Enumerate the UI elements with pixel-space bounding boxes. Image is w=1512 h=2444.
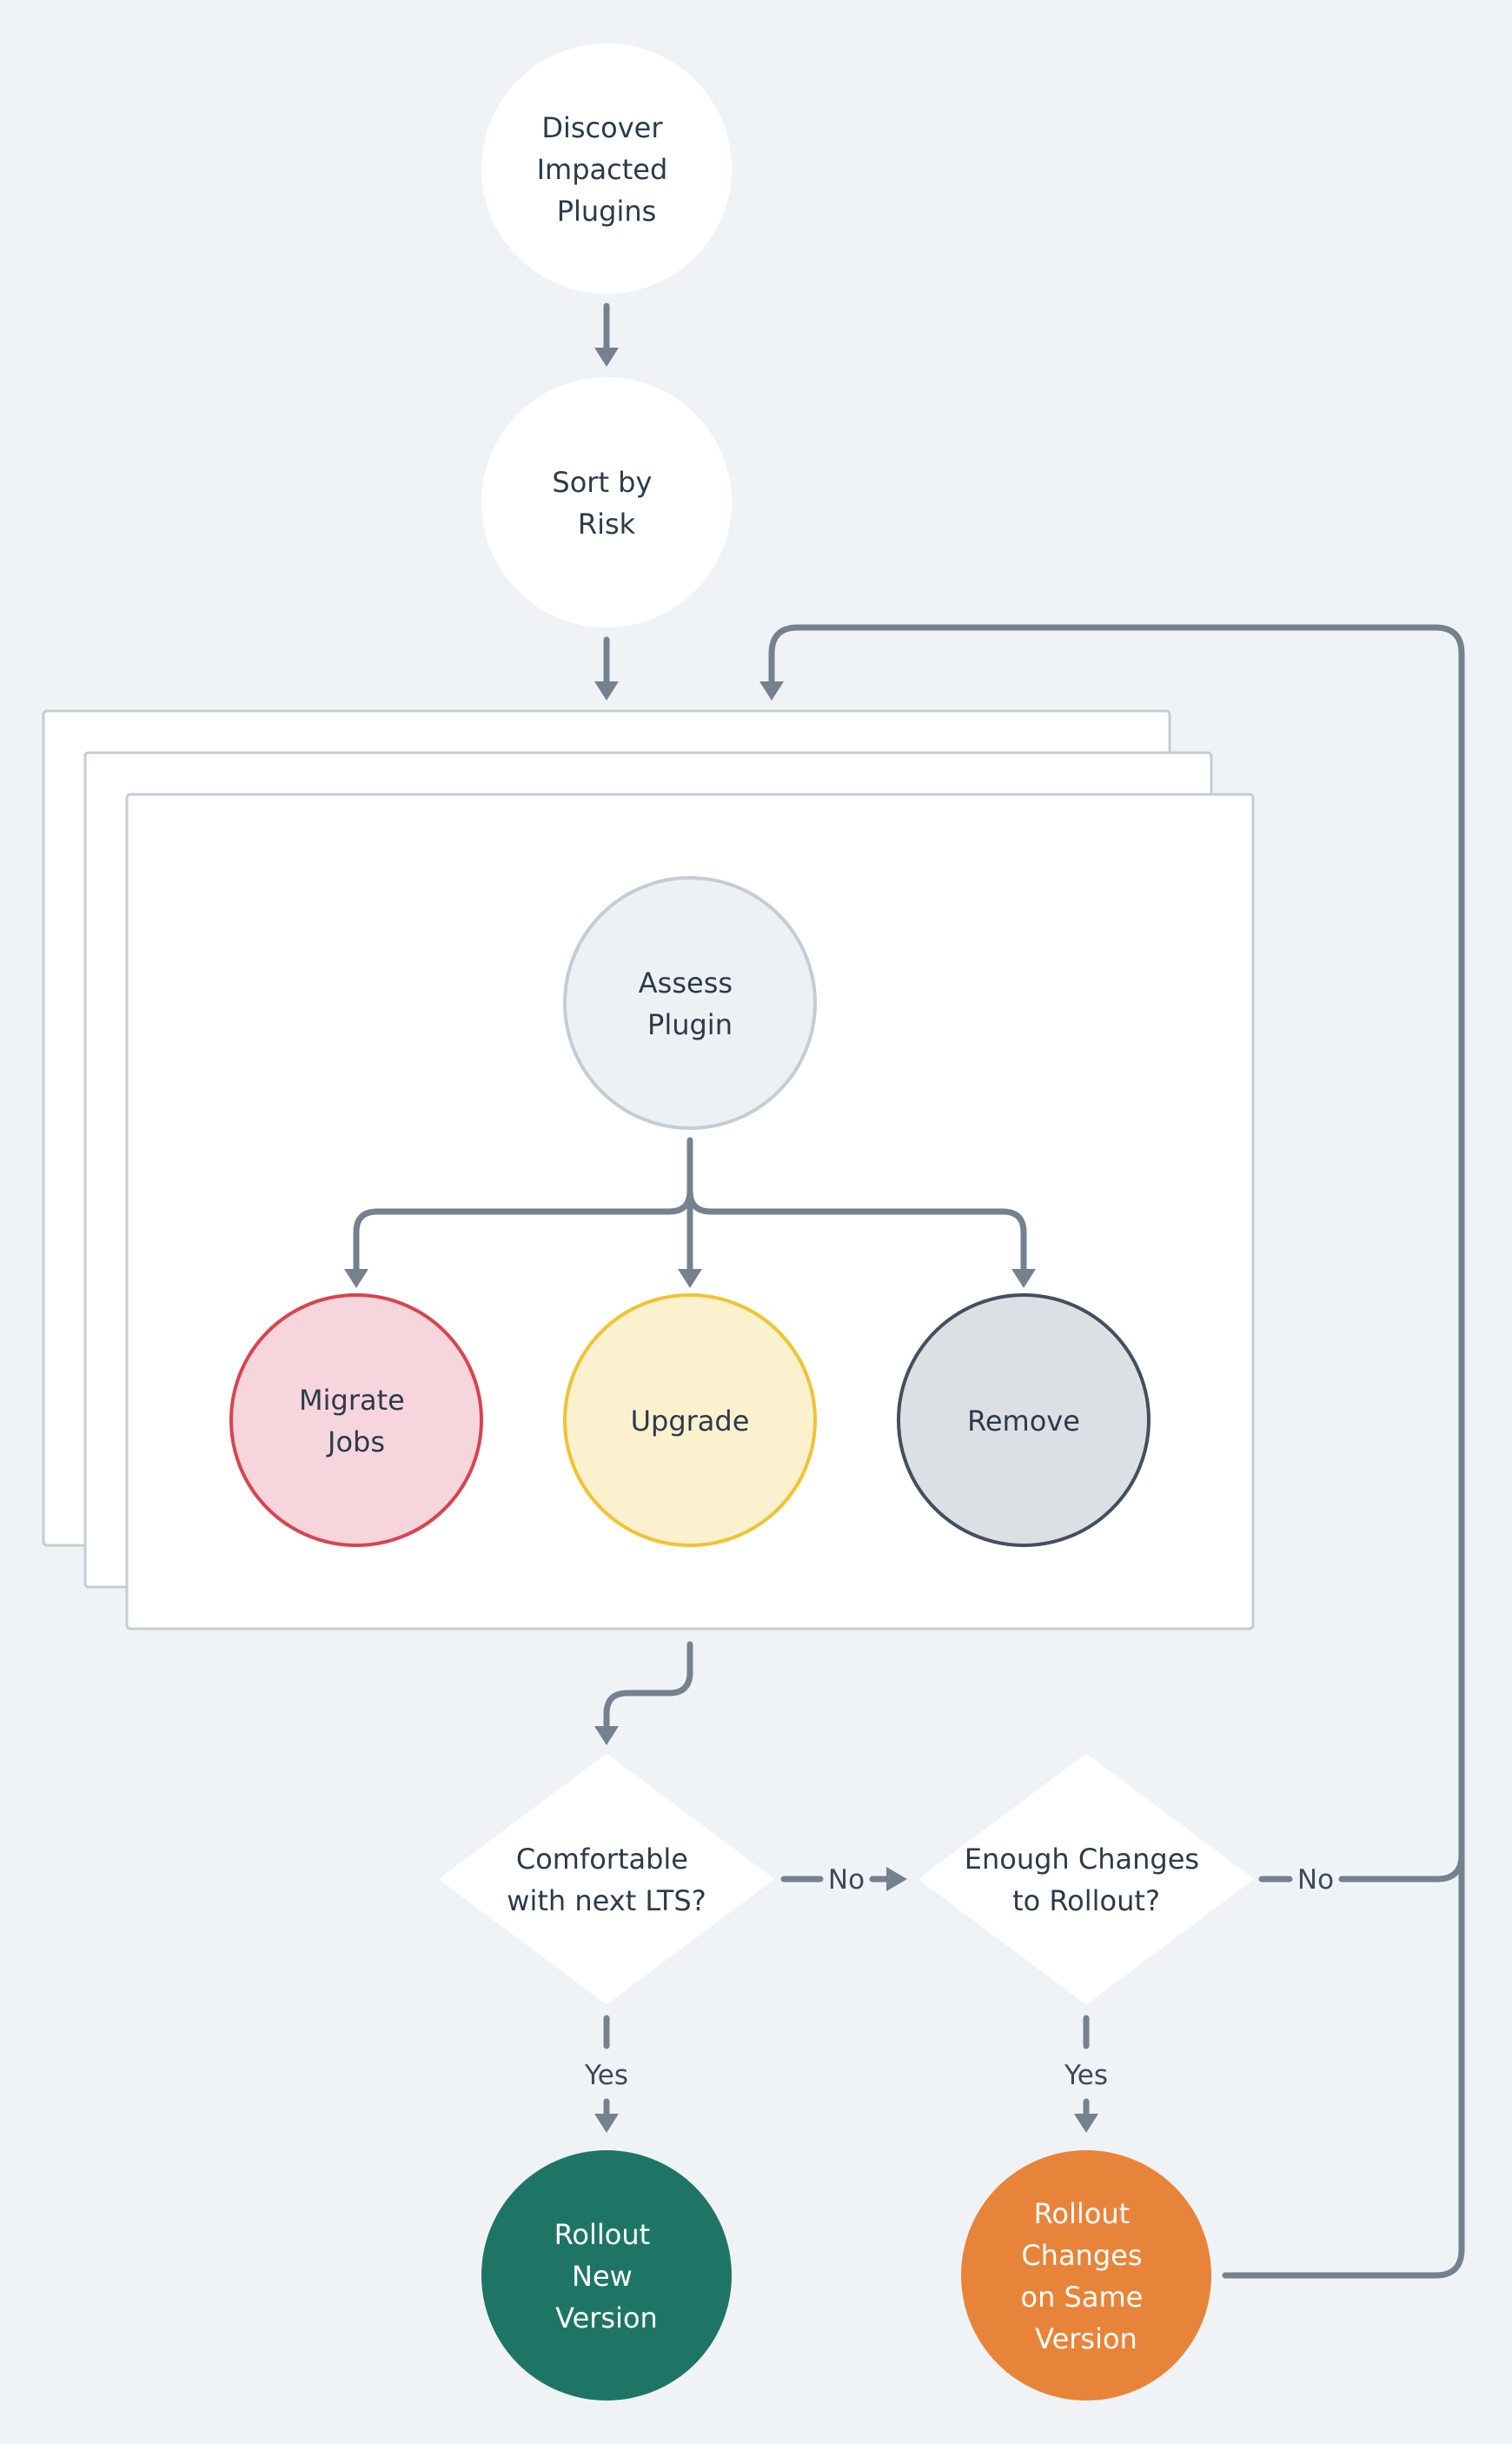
upgrade-node	[563, 1293, 817, 1547]
sort-label-line: Risk	[578, 508, 636, 541]
arrowhead-rollout-new	[594, 2114, 619, 2133]
migrate-node	[229, 1293, 483, 1547]
sort-label-line: Sort by	[552, 466, 652, 499]
comfortable-decision	[440, 1754, 773, 2004]
sort-node	[481, 377, 732, 628]
sort-label: Sort by Risk	[552, 466, 660, 541]
upgrade-label: Upgrade	[631, 1405, 750, 1438]
remove-node	[897, 1293, 1151, 1547]
rollout-same-label-line: Version	[1035, 2322, 1137, 2355]
comfortable-label-line: with next LTS?	[507, 1884, 706, 1917]
assess-label-line: Assess	[639, 966, 733, 1000]
arrowhead-loop	[759, 681, 784, 701]
rollout-same-label-line: Changes	[1021, 2239, 1142, 2272]
arrowhead-cards	[594, 681, 619, 701]
arrowhead-enough	[886, 1867, 907, 1891]
comfortable-yes-label: Yes	[584, 2060, 628, 2091]
comfortable-no-label: No	[828, 1864, 865, 1896]
arrowhead-comfortable	[594, 1726, 619, 1745]
arrowhead-migrate	[344, 1269, 368, 1288]
arrowhead-sort	[594, 348, 619, 367]
edges	[344, 302, 1465, 2279]
migrate-label-line: Migrate	[299, 1384, 405, 1417]
discover-label-line: Plugins	[557, 195, 657, 228]
assess-label: Assess Plugin	[639, 966, 741, 1041]
enough-label-line: Enough Changes	[965, 1843, 1199, 1876]
discover-label-line: Discover	[541, 111, 663, 144]
arrowhead-upgrade	[678, 1269, 702, 1288]
edge-cards-to-comfortable	[603, 1641, 693, 1733]
edge-loop-back	[768, 624, 1465, 2279]
remove-label-line: Remove	[967, 1405, 1080, 1438]
rollout-new-label: Rollout New Version	[554, 2218, 660, 2334]
enough-yes-label: Yes	[1064, 2060, 1108, 2091]
rollout-same-label-line: on Same	[1021, 2281, 1144, 2314]
enough-label: Enough Changes to Rollout?	[965, 1843, 1208, 1917]
comfortable-label: Comfortable with next LTS?	[507, 1843, 706, 1917]
migrate-label: Migrate Jobs	[299, 1384, 414, 1458]
rollout-new-label-line: Version	[555, 2301, 658, 2334]
edge-assess-to-remove	[686, 1187, 1027, 1276]
enough-label-line: to Rollout?	[1012, 1884, 1160, 1917]
rollout-new-label-line: Rollout	[554, 2218, 651, 2251]
enough-no-label: No	[1297, 1864, 1334, 1896]
discover-node	[481, 43, 732, 294]
rollout-new-node	[481, 2150, 732, 2401]
assess-label-line: Plugin	[647, 1008, 733, 1041]
rollout-same-node	[961, 2150, 1211, 2401]
edge-assess-to-migrate	[353, 1187, 693, 1276]
enough-decision	[919, 1754, 1253, 2004]
rollout-new-label-line: New	[572, 2260, 633, 2293]
discover-label-line: Impacted	[537, 153, 668, 186]
assess-node	[563, 876, 817, 1130]
discover-label: Discover Impacted Plugins	[537, 111, 677, 228]
migrate-label-line: Jobs	[326, 1425, 385, 1458]
rollout-same-label-line: Rollout	[1034, 2197, 1131, 2230]
comfortable-label-line: Comfortable	[516, 1843, 688, 1876]
edge-enough-no-to-loop	[1338, 1851, 1465, 1883]
upgrade-label-line: Upgrade	[631, 1405, 750, 1438]
arrowhead-rollout-same	[1074, 2114, 1098, 2133]
remove-label: Remove	[967, 1405, 1080, 1438]
arrowhead-remove	[1011, 1269, 1036, 1288]
rollout-same-label: Rollout Changes on Same Version	[1021, 2197, 1152, 2355]
